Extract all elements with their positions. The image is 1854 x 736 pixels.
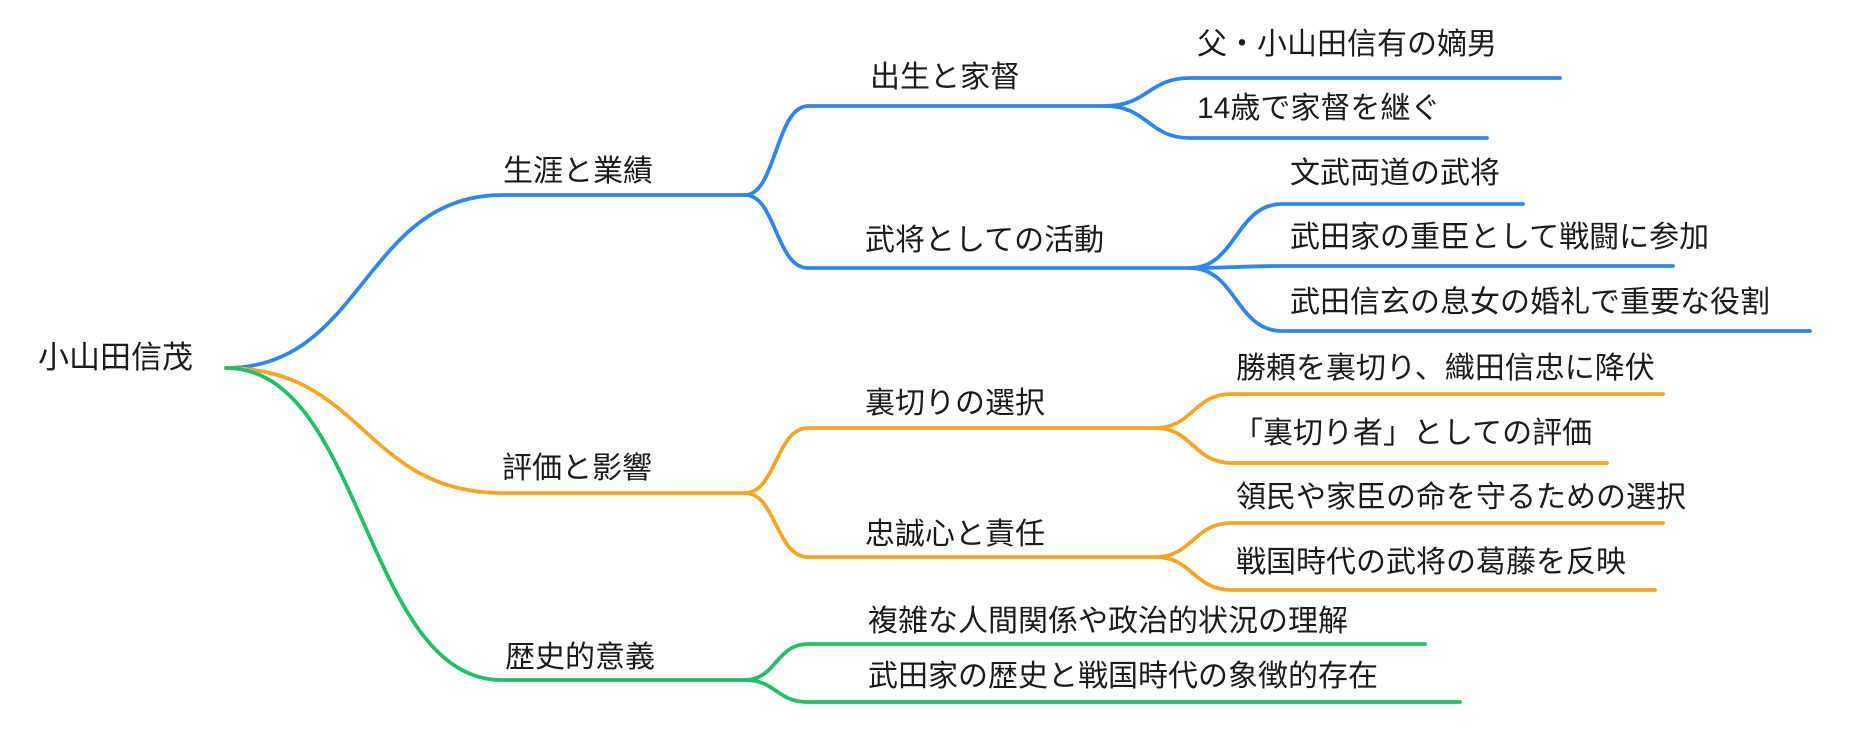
node-father-heir[interactable]: 父・小山田信有の嫡男 (1197, 28, 1497, 61)
edge-surrender-to-oda (1153, 392, 1665, 430)
node-surrender-to-oda[interactable]: 勝頼を裏切り、織田信忠に降伏 (1236, 352, 1655, 385)
edge-bunbu-warlord (1188, 202, 1525, 270)
node-birth-and-succession[interactable]: 出生と家督 (870, 61, 1020, 94)
node-protect-people-choice[interactable]: 領民や家臣の命を守るための選択 (1236, 481, 1686, 514)
node-betrayal-choice[interactable]: 裏切りの選択 (865, 387, 1045, 420)
node-historical-significance[interactable]: 歴史的意義 (505, 641, 655, 674)
node-root[interactable]: 小山田信茂 (38, 340, 193, 375)
node-shingen-daughter-wedding[interactable]: 武田信玄の息女の婚礼で重要な役割 (1290, 286, 1770, 319)
edge-complex-relations-understanding (743, 642, 1427, 682)
node-life-and-achievements[interactable]: 生涯と業績 (503, 155, 653, 188)
edge-takeda-battles (1188, 264, 1675, 270)
edge-birth-and-succession (743, 104, 1107, 197)
node-bunbu-warlord[interactable]: 文武両道の武将 (1290, 157, 1500, 190)
node-sengoku-conflict-reflection[interactable]: 戦国時代の武将の葛藤を反映 (1236, 546, 1626, 579)
edge-takeda-symbolic-presence (743, 678, 1462, 704)
edge-betrayal-choice (743, 426, 1157, 495)
edge-age14-succession (1103, 104, 1489, 140)
edge-loyalty-and-responsibility (743, 491, 1157, 559)
node-complex-relations-understanding[interactable]: 複雑な人間関係や政治的状況の理解 (868, 605, 1348, 638)
edge-sengoku-conflict-reflection (1153, 555, 1657, 592)
edge-warlord-activities (743, 193, 1192, 270)
edge-protect-people-choice (1153, 521, 1665, 559)
node-warlord-activities[interactable]: 武将としての活動 (865, 224, 1105, 257)
node-traitor-reputation[interactable]: 「裏切り者」としての評価 (1233, 417, 1593, 450)
node-evaluation-and-influence[interactable]: 評価と影響 (502, 452, 652, 485)
node-age14-succession[interactable]: 14歳で家督を継ぐ (1197, 92, 1441, 125)
edge-life-and-achievements (224, 193, 747, 370)
node-loyalty-and-responsibility[interactable]: 忠誠心と責任 (865, 518, 1045, 551)
edge-evaluation-and-influence (224, 366, 747, 495)
node-takeda-symbolic-presence[interactable]: 武田家の歴史と戦国時代の象徴的存在 (868, 660, 1378, 693)
edge-shingen-daughter-wedding (1188, 266, 1812, 333)
edge-historical-significance (224, 366, 747, 682)
node-takeda-battles[interactable]: 武田家の重臣として戦闘に参加 (1290, 221, 1710, 254)
edge-traitor-reputation (1153, 426, 1609, 465)
edge-father-heir (1103, 76, 1562, 108)
